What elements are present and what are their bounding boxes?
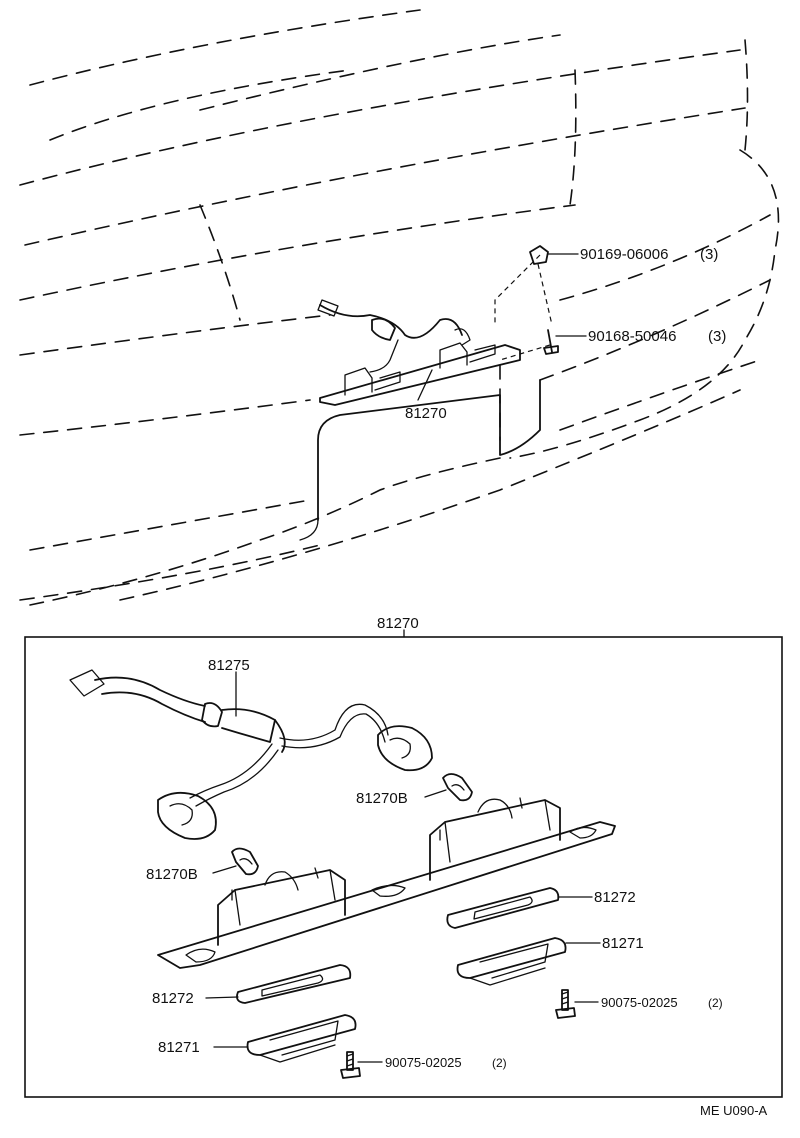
detail-assembly-label: 81270 [377,615,419,632]
screw-right [555,989,599,1019]
lens-left [246,1014,357,1063]
fastener-1-qty: (3) [700,246,718,263]
label-bulb-right: 81270B [356,790,408,807]
fastener-2-part: 90168-50046 [588,328,676,345]
screw-left [340,1051,383,1079]
label-gasket-left: 81272 [152,990,194,1007]
bulb-right [442,773,473,802]
label-81275: 81275 [208,657,250,674]
screw-right-qty: (2) [708,996,723,1010]
upper-fasteners [494,245,587,361]
screw-left-qty: (2) [492,1056,507,1070]
lens-right [456,937,567,986]
screw-right-part: 90075-02025 [601,995,678,1010]
detail-frame [24,629,783,1098]
label-lens-left: 81271 [158,1039,200,1056]
rear-body-outline [19,9,780,606]
upper-assembly-label: 81270 [405,405,447,422]
label-gasket-right: 81272 [594,889,636,906]
gasket-right [446,887,560,929]
label-lens-right: 81271 [602,935,644,952]
socket-wire-harness [69,669,433,840]
diagram-code: ME U090-A [700,1103,768,1118]
leader-lines [205,671,601,1048]
screw-left-part: 90075-02025 [385,1055,462,1070]
lamp-assembly-installed [317,299,521,406]
lamp-base [157,797,616,969]
upper-assembly-leader [417,369,433,401]
fastener-1-part: 90169-06006 [580,246,668,263]
bulb-left [231,847,259,876]
gasket-left [236,964,352,1004]
fastener-2-qty: (3) [708,328,726,345]
label-bulb-left: 81270B [146,866,198,883]
